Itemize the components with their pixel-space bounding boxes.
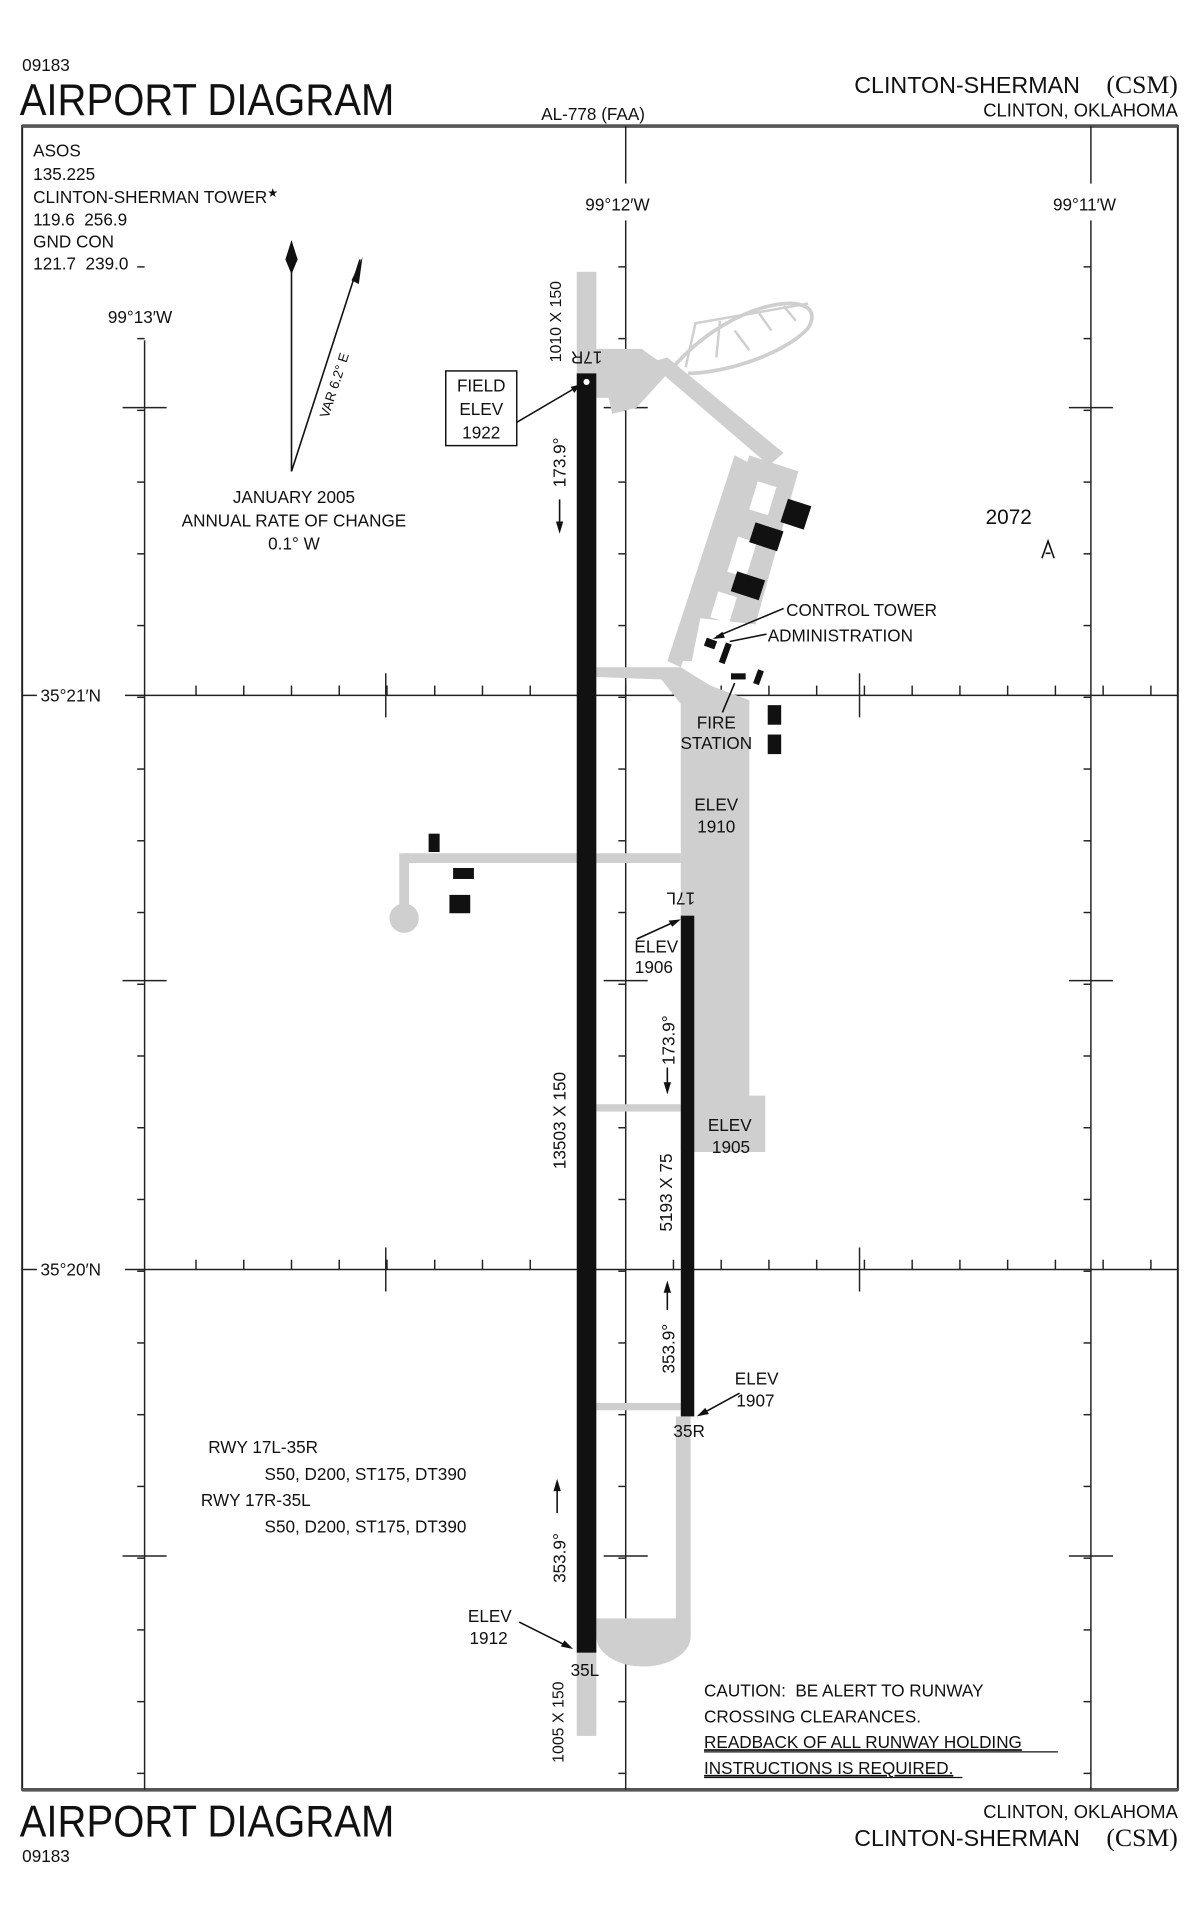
field-elev-value: 1922 (462, 422, 500, 442)
field-elevation-point (583, 378, 590, 386)
runway-35r-elev-label: ELEV (735, 1369, 779, 1389)
field-elev-label2: ELEV (459, 399, 503, 419)
latitude-label-2: 35°20′N (41, 1260, 102, 1280)
variation-rate: 0.1° W (268, 534, 320, 554)
runway-17r-35l (576, 373, 597, 1653)
variation-date: JANUARY 2005 (233, 487, 355, 507)
airport-name-bottom: CLINTON-SHERMAN (854, 1825, 1080, 1851)
ramp-south-elev-value: 1905 (712, 1137, 750, 1157)
runway-35r-elev-value: 1907 (736, 1391, 774, 1411)
runway-35r-heading: 353.9° (659, 1324, 679, 1374)
asos-frequency: 135.225 (33, 164, 95, 184)
apron-elev-label: ELEV (694, 794, 738, 814)
fire-station-label2: STATION (680, 733, 752, 753)
chart-cycle-bottom: 09183 (22, 1846, 70, 1866)
latitude-label-1: 35°21′N (41, 685, 102, 705)
caution-line-4: INSTRUCTIONS IS REQUIRED. (704, 1758, 953, 1778)
airport-code-top: (CSM) (1106, 70, 1177, 99)
airport-name-top: CLINTON-SHERMAN (854, 72, 1080, 98)
runway-south-extension-dims: 1005 X 150 (550, 1681, 567, 1763)
runway-second-dims: 5193 X 75 (656, 1153, 676, 1231)
longitude-label-2: 99°12′W (585, 195, 650, 215)
location-top: CLINTON, OKLAHOMA (983, 99, 1178, 120)
taxiways (389, 271, 814, 1736)
airport-code-bottom: (CSM) (1106, 1823, 1177, 1852)
runway-35l-label: 35L (571, 1660, 600, 1680)
fire-station-label: FIRE (697, 712, 736, 732)
runway-35l-elev-label: ELEV (468, 1606, 512, 1626)
longitude-label-3: 99°11′W (1053, 195, 1117, 215)
buildings (428, 498, 812, 914)
tower-label: CLINTON-SHERMAN TOWER★ (33, 186, 278, 207)
ground-frequency: 121.7 239.0 (33, 253, 128, 273)
field-elev-label: FIELD (457, 376, 506, 396)
runway-35l-elev-value: 1912 (470, 1628, 508, 1648)
apron-elev-value: 1910 (697, 816, 735, 836)
runway-17l-elev-label: ELEV (634, 936, 678, 956)
administration-label: ADMINISTRATION (768, 625, 913, 645)
asos-label: ASOS (33, 141, 81, 161)
strength-rwy2-label: RWY 17R-35L (201, 1490, 311, 1510)
runway-north-extension-dims: 1010 X 150 (548, 281, 565, 363)
page-title-top: AIRPORT DIAGRAM (20, 76, 395, 125)
control-tower-label: CONTROL TOWER (786, 600, 937, 620)
runway-35l-heading: 353.9° (550, 1533, 570, 1583)
caution-line-3: READBACK OF ALL RUNWAY HOLDING (704, 1732, 1022, 1752)
frequency-block: ASOS 135.225 CLINTON-SHERMAN TOWER★ 119.… (33, 141, 278, 274)
tower-frequency: 119.6 256.9 (33, 209, 127, 229)
chart-cycle-top: 09183 (22, 55, 70, 75)
variation-rate-label: ANNUAL RATE OF CHANGE (182, 510, 407, 530)
page-title-bottom: AIRPORT DIAGRAM (20, 1797, 395, 1846)
strength-rwy1-label: RWY 17L-35R (208, 1437, 318, 1457)
field-elevation-box (445, 370, 518, 447)
chart-id: AL-778 (FAA) (541, 104, 645, 124)
runway-35r-label: 35R (673, 1421, 704, 1441)
strength-rwy1-values: S50, D200, ST175, DT390 (265, 1464, 467, 1484)
magnetic-variation: VAR 6.2° E (317, 351, 352, 420)
caution-line-2: CROSSING CLEARANCES. (704, 1706, 921, 1726)
obstacle-elevation: 2072 (986, 506, 1032, 529)
runway-17l-35r (680, 915, 695, 1417)
ground-label: GND CON (33, 231, 114, 251)
runway-17l-elev-value: 1906 (635, 957, 673, 977)
runway-17l-label: 17L (667, 888, 696, 908)
longitude-label-1: 99°13′W (108, 307, 173, 327)
strength-rwy2-values: S50, D200, ST175, DT390 (265, 1517, 467, 1537)
north-arrow-icon (285, 239, 363, 472)
runway-17r-label: 17R (571, 347, 602, 367)
obstacle-icon (1041, 538, 1055, 559)
runway-main-dims: 13503 X 150 (550, 1072, 570, 1169)
runway-17l-heading: 173.9° (659, 1015, 679, 1065)
runway-17r-heading: 173.9° (550, 438, 570, 488)
caution-line-1: CAUTION: BE ALERT TO RUNWAY (704, 1681, 984, 1701)
ramp-south-elev-label: ELEV (708, 1115, 752, 1135)
location-bottom: CLINTON, OKLAHOMA (983, 1801, 1178, 1822)
grid-ticks (122, 266, 1152, 1775)
